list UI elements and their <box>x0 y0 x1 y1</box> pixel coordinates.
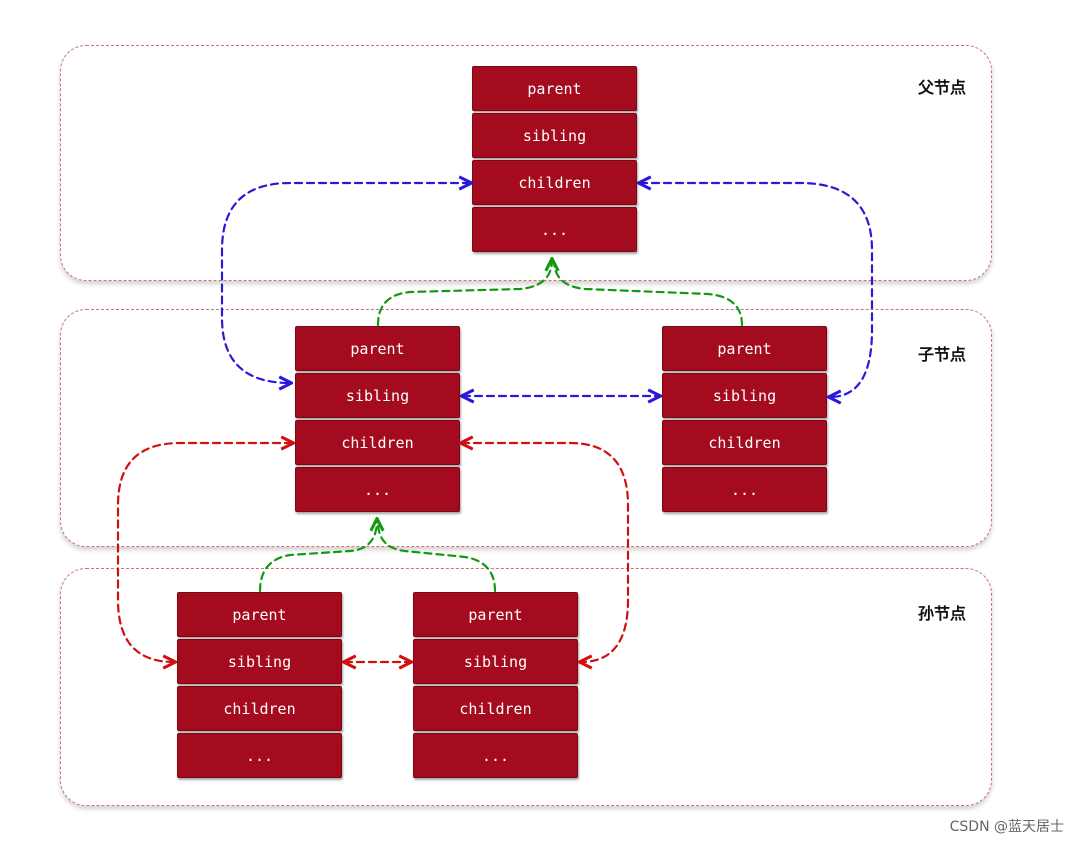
root-node: parent sibling children ... <box>472 66 637 254</box>
watermark: CSDN @蓝天居士 <box>949 819 1064 835</box>
child1-parent-field: parent <box>295 326 460 371</box>
root-more-field: ... <box>472 207 637 252</box>
grandchild1-sibling-field: sibling <box>177 639 342 684</box>
grandchild2-more-field: ... <box>413 733 578 778</box>
child1-node: parent sibling children ... <box>295 326 460 514</box>
grandchild1-node: parent sibling children ... <box>177 592 342 780</box>
grandchild-level-label: 孙节点 <box>918 604 967 623</box>
child2-sibling-field: sibling <box>662 373 827 418</box>
child-level-label: 子节点 <box>918 345 967 364</box>
grandchild2-parent-field: parent <box>413 592 578 637</box>
child2-more-field: ... <box>662 467 827 512</box>
grandchild2-sibling-field: sibling <box>413 639 578 684</box>
grandchild1-parent-field: parent <box>177 592 342 637</box>
grandchild1-more-field: ... <box>177 733 342 778</box>
root-children-field: children <box>472 160 637 205</box>
grandchild2-node: parent sibling children ... <box>413 592 578 780</box>
child1-sibling-field: sibling <box>295 373 460 418</box>
child1-children-field: children <box>295 420 460 465</box>
parent-level-label: 父节点 <box>918 78 967 97</box>
child2-children-field: children <box>662 420 827 465</box>
child2-node: parent sibling children ... <box>662 326 827 514</box>
grandchild2-children-field: children <box>413 686 578 731</box>
grandchild1-children-field: children <box>177 686 342 731</box>
root-sibling-field: sibling <box>472 113 637 158</box>
child1-more-field: ... <box>295 467 460 512</box>
child-level-group <box>60 309 992 547</box>
root-parent-field: parent <box>472 66 637 111</box>
child2-parent-field: parent <box>662 326 827 371</box>
